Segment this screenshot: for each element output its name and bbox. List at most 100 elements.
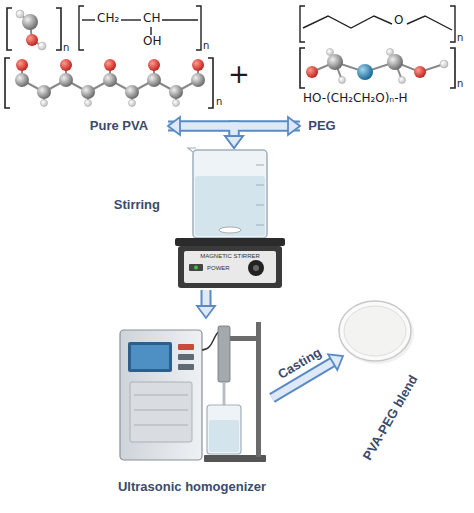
pva-chain-model-part <box>59 73 73 87</box>
magnetic-stirrer <box>175 148 285 288</box>
pva-chain-model-part <box>148 59 160 71</box>
peg-ball-model-part <box>300 48 305 88</box>
chemical-text: HO-(CH₂CH₂O)ₙ-H <box>303 92 408 106</box>
pva-ball-model-part <box>7 8 12 50</box>
peg-ball-model-part <box>387 54 403 70</box>
arrow-head <box>168 117 180 135</box>
stirring-step: Stirring <box>170 148 290 290</box>
arrow-head <box>225 136 243 148</box>
pva-chain-model-part <box>37 85 51 99</box>
step-label: Ultrasonic homogenizer <box>118 480 266 495</box>
magnetic-stirrer-part <box>194 266 198 270</box>
device-text: MAGNETIC STIRRER <box>200 253 260 260</box>
pva-chain-model-part <box>81 85 95 99</box>
magnetic-stirrer-part <box>188 148 196 152</box>
chemical-text: CH₂ <box>97 12 119 26</box>
pva-chain-model-part <box>85 100 92 107</box>
pva-chain-model-part <box>192 59 204 71</box>
pva-ball-model-part <box>22 14 38 30</box>
peg-formula-lines-part <box>303 16 392 28</box>
chemical-text: O <box>394 14 403 28</box>
arrow-body <box>203 290 210 306</box>
pva-ball-model <box>7 8 61 50</box>
pva-ball-model-part <box>16 10 24 18</box>
step-label: PEG <box>308 119 335 134</box>
pva-chain-model <box>5 58 213 108</box>
arrow-outline <box>201 290 212 306</box>
material-label: PEG <box>300 114 344 138</box>
magnetic-stirrer-part <box>253 265 259 271</box>
ultrasonic-homogenizer-part <box>178 354 194 360</box>
pva-ball-model-part <box>38 42 46 50</box>
magnetic-stirrer-part <box>184 251 276 283</box>
ultrasonic-homogenizer-part <box>131 345 169 369</box>
magnetic-stirrer-part <box>256 205 264 206</box>
pva-formula-lines-part <box>196 6 201 50</box>
peg-formula-lines-part <box>407 16 452 30</box>
chemical-text: n <box>216 96 222 108</box>
pva-formula-lines-part <box>150 27 151 35</box>
pva-chain-model-part <box>15 73 29 87</box>
peg-ball-model-part <box>440 60 448 68</box>
peg-ball-model <box>300 48 455 88</box>
ultrasonic-homogenizer-part <box>178 344 194 350</box>
device-text: POWER <box>207 265 230 272</box>
magnetic-stirrer-part <box>248 260 264 276</box>
plus-sign: + <box>228 60 250 90</box>
ultrasonic-homogenizer-part <box>134 425 188 426</box>
pva-formula-lines-part <box>162 19 198 20</box>
pva-formula-lines-part <box>82 19 95 20</box>
ultrasonic-homogenizer-part <box>209 420 239 452</box>
arrow-head <box>225 136 243 148</box>
pva-chain-model-part <box>169 85 183 99</box>
chemical-text: CH <box>143 12 160 26</box>
magnetic-stirrer-part <box>175 238 285 246</box>
peg-ball-model-part <box>327 54 343 70</box>
material-label: Pure PVA <box>70 114 168 138</box>
ultrasonic-homogenizer-part <box>130 382 192 442</box>
pva-chain-model-part <box>60 59 72 71</box>
magnetic-stirrer-part <box>195 176 265 236</box>
chemical-text: n <box>63 42 69 54</box>
peg-ball-model-part <box>306 66 318 78</box>
peg-ball-model-part <box>414 66 426 78</box>
peg-ball-model-part <box>399 77 406 84</box>
magnetic-stirrer-part <box>193 150 267 238</box>
blend-dish: PVA-PEG blend <box>335 298 415 364</box>
ultrasonic-homogenizer <box>120 322 266 462</box>
magnetic-stirrer-part <box>256 185 264 186</box>
arrow-head <box>288 117 300 135</box>
step-label: Stirring <box>80 198 160 213</box>
pva-chain-model-part <box>16 59 28 71</box>
peg-ball-model-part <box>357 64 373 80</box>
pva-formula-lines <box>79 6 201 50</box>
peg-formula-lines <box>300 6 455 42</box>
pva-ball-model-part <box>56 8 61 50</box>
pva-chain-model-part <box>103 73 117 87</box>
ultrasonic-homogenizer-part <box>256 322 261 457</box>
ultrasonic-homogenizer-part <box>207 405 241 454</box>
magnetic-stirrer-part <box>178 246 282 288</box>
step-label: Pure PVA <box>90 119 148 134</box>
pva-formula-lines-part <box>121 19 141 20</box>
ultrasonic-homogenizer-part <box>120 330 202 460</box>
magnetic-stirrer-part <box>189 264 203 271</box>
ultrasonic-homogenizer-part <box>178 364 194 370</box>
pva-chain-model-part <box>129 100 136 107</box>
pva-chain-model-part <box>125 85 139 99</box>
pva-chain-model-part <box>5 58 10 108</box>
arrow-head <box>197 306 215 318</box>
ultrasonic-homogenizer-part <box>128 342 172 372</box>
petri-dish <box>339 301 414 364</box>
arrow-head <box>328 354 343 370</box>
peg-formula-lines-part <box>450 6 455 42</box>
pva-ball-model-part <box>26 34 38 46</box>
homogenizer-step: Ultrasonic homogenizer <box>112 318 272 495</box>
ultrasonic-homogenizer-part <box>134 410 188 411</box>
chemical-text: n <box>203 40 209 52</box>
pva-formula-lines-part <box>79 6 84 50</box>
magnetic-stirrer-part <box>256 225 264 226</box>
chemical-text: n <box>457 32 463 44</box>
